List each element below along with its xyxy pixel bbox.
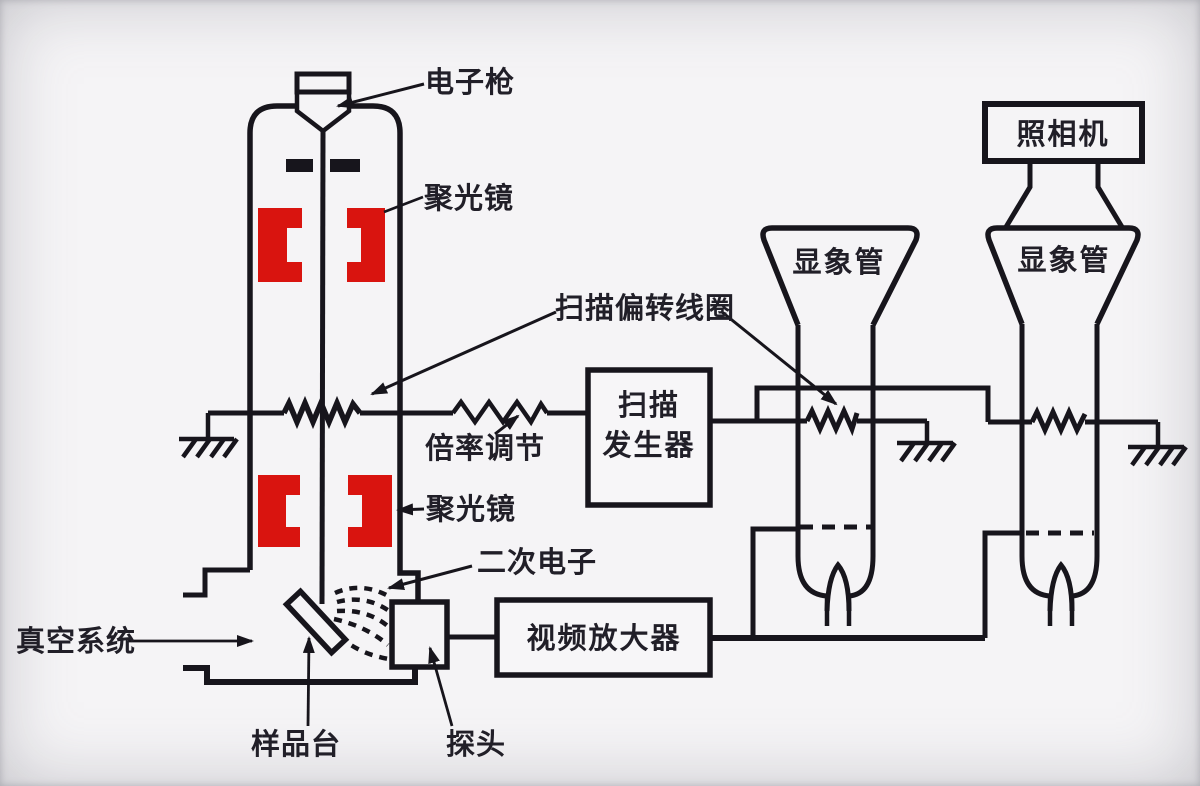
- pointer-electron-gun: [336, 82, 425, 109]
- crt1-neck: [795, 325, 876, 599]
- pointer-sample-stage: [302, 636, 315, 727]
- ground-crt2-icon: [1128, 444, 1188, 467]
- scan-generator-box: [585, 367, 713, 508]
- label-condenser-top: 聚光镜: [423, 181, 514, 215]
- crt2-funnel: [985, 225, 1141, 326]
- condenser-lens-bottom-right-block: [348, 475, 392, 547]
- ground-left-icon: [179, 436, 239, 459]
- electron-gun-funnel: [294, 92, 352, 134]
- column-right-wall: [348, 103, 421, 602]
- crt1-funnel: [760, 225, 920, 327]
- label-scan-deflection-coil: 扫描偏转线圈: [555, 292, 735, 325]
- pointer-magnification: [494, 414, 520, 436]
- label-detector: 探头: [446, 728, 506, 761]
- pointer-deflection-left: [370, 310, 557, 396]
- detector-box: [389, 599, 450, 670]
- label-crt-left: 显象管: [792, 245, 885, 279]
- pointer-condenser-bottom: [396, 503, 425, 516]
- wire-branch-crt1-grid: [750, 526, 798, 638]
- wire-branch-crt2-grid: [982, 530, 1024, 638]
- label-condenser-bottom: 聚光镜: [425, 492, 516, 526]
- label-camera: 照相机: [1016, 118, 1109, 151]
- column-left-wall: [247, 103, 298, 570]
- crt2-deflection-coil: [1029, 405, 1088, 437]
- electron-gun-cap: [294, 71, 352, 95]
- magnification-resistor: [451, 398, 549, 427]
- ground-crt1-icon: [897, 440, 957, 463]
- label-vacuum-system: 真空系统: [16, 624, 136, 658]
- aperture-bar-left: [286, 159, 313, 172]
- condenser-lens-bottom-left-block: [258, 475, 300, 547]
- pointer-detector: [428, 646, 454, 727]
- deflection-coil-column: [281, 395, 363, 430]
- label-electron-gun: 电子枪: [425, 65, 515, 99]
- crt1-cathode: [824, 561, 852, 612]
- pointer-condenser-top: [383, 195, 424, 214]
- crt1-deflection-coil: [804, 404, 860, 437]
- electron-beam-line: [319, 130, 326, 605]
- chamber-port-top: [183, 567, 250, 598]
- camera-neck: [1003, 161, 1125, 229]
- label-video-amplifier: 视频放大器: [526, 622, 681, 655]
- pointer-secondary-electrons: [387, 564, 473, 590]
- label-secondary-electrons: 二次电子: [477, 546, 597, 579]
- video-amplifier-box: [494, 597, 713, 678]
- label-magnification-adjust: 倍率调节: [425, 431, 545, 465]
- camera-box: [982, 101, 1145, 164]
- label-scan-generator-2: 发生器: [601, 429, 695, 462]
- sample-stage: [282, 587, 350, 657]
- crt2-cathode: [1047, 561, 1075, 612]
- crt2-neck: [1019, 324, 1100, 599]
- label-sample-stage: 样品台: [251, 727, 341, 761]
- pointer-deflection-right: [721, 310, 838, 406]
- label-crt-right: 显象管: [1017, 243, 1110, 277]
- label-scan-generator-1: 扫描: [618, 389, 680, 422]
- condenser-lens-top-left-block: [258, 208, 302, 282]
- chamber-bottom: [183, 665, 418, 685]
- aperture-bar-right: [330, 159, 360, 172]
- condenser-lens-top-right-block: [347, 208, 385, 282]
